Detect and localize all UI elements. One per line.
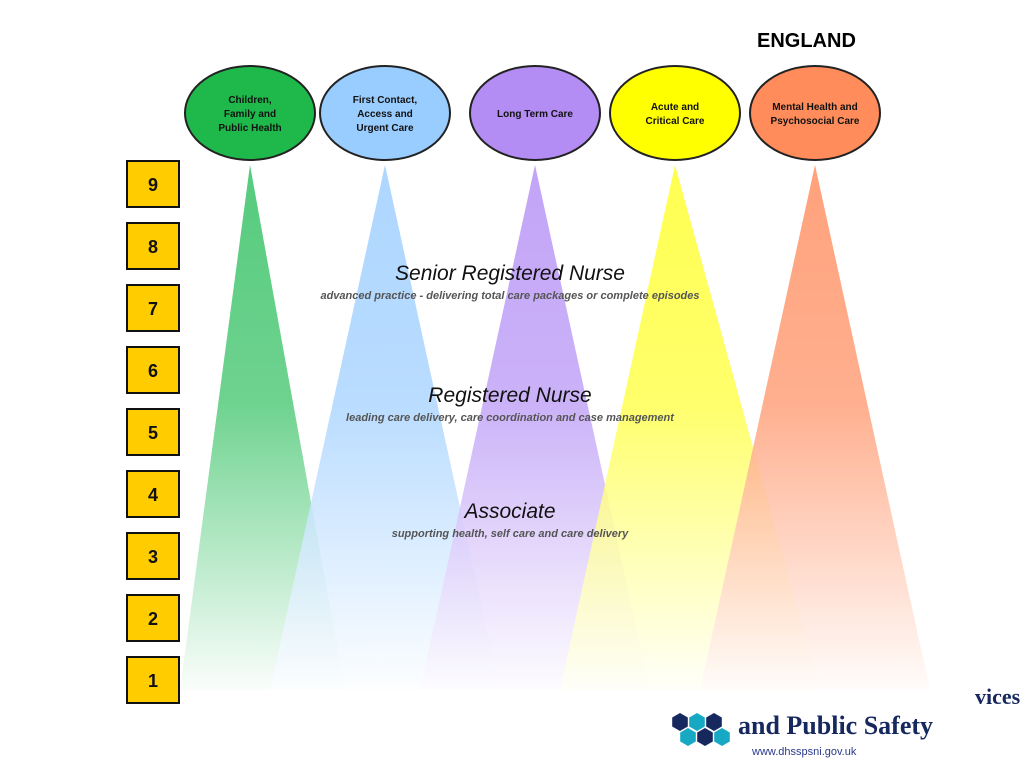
level-box: 3 (126, 532, 180, 580)
associate-title: Associate (464, 500, 556, 523)
pathway-label: Children, (228, 95, 272, 106)
pathway-label: Family and (224, 109, 276, 120)
dhssps-logo-mark (672, 713, 730, 746)
level-number: 6 (148, 361, 158, 381)
level-number: 5 (148, 423, 158, 443)
registered-title: Registered Nurse (428, 384, 592, 407)
associate-band: Associate supporting health, self care a… (120, 500, 900, 540)
level-number: 8 (148, 237, 158, 257)
associate-subtitle: supporting health, self care and care de… (391, 528, 629, 540)
registered-subtitle: leading care delivery, care coordination… (346, 412, 674, 424)
pathway-label: Access and (357, 109, 413, 120)
level-box: 2 (126, 594, 180, 642)
pathway-label: Acute and (651, 102, 699, 113)
level-box: 9 (126, 160, 180, 208)
pathway-oval (609, 65, 741, 161)
pathway-label: First Contact, (353, 95, 418, 106)
logo-hexagon (714, 728, 730, 746)
logo-hexagon (697, 728, 713, 746)
level-number: 3 (148, 547, 158, 567)
senior-subtitle: advanced practice - delivering total car… (320, 290, 700, 302)
pathway-label: Public Health (218, 123, 281, 134)
logo-line2: and Public Safety (738, 711, 934, 740)
pathway-label: Critical Care (646, 116, 705, 127)
pathway-label: Long Term Care (497, 109, 573, 120)
level-number: 4 (148, 485, 158, 505)
fade-overlay (150, 160, 980, 700)
level-box: 8 (126, 222, 180, 270)
senior-title: Senior Registered Nurse (395, 262, 625, 285)
level-box: 1 (126, 656, 180, 704)
logo-hexagon (672, 713, 688, 731)
pathway-node: Long Term Care (469, 65, 601, 161)
pathway-label: Mental Health and (772, 102, 858, 113)
logo-hexagon (680, 728, 696, 746)
level-box: 6 (126, 346, 180, 394)
logo-partial-text: vices (975, 684, 1021, 709)
pathway-oval (319, 65, 451, 161)
logo-hexagon (706, 713, 722, 731)
level-box: 5 (126, 408, 180, 456)
pathway-label: Psychosocial Care (771, 116, 860, 127)
level-box: 4 (126, 470, 180, 518)
level-number: 7 (148, 299, 158, 319)
pathway-oval (469, 65, 601, 161)
logo-hexagon (689, 713, 705, 731)
country-label: ENGLAND (757, 30, 856, 52)
logo-url: www.dhsspsni.gov.uk (752, 746, 857, 758)
pathway-label: Urgent Care (356, 123, 414, 134)
senior-band: Senior Registered Nurse advanced practic… (120, 262, 900, 302)
level-number: 2 (148, 609, 158, 629)
registered-band: Registered Nurse leading care delivery, … (120, 384, 900, 424)
level-number: 9 (148, 175, 158, 195)
pathway-oval (184, 65, 316, 161)
level-number: 1 (148, 671, 158, 691)
pathway-oval (749, 65, 881, 161)
level-box: 7 (126, 284, 180, 332)
